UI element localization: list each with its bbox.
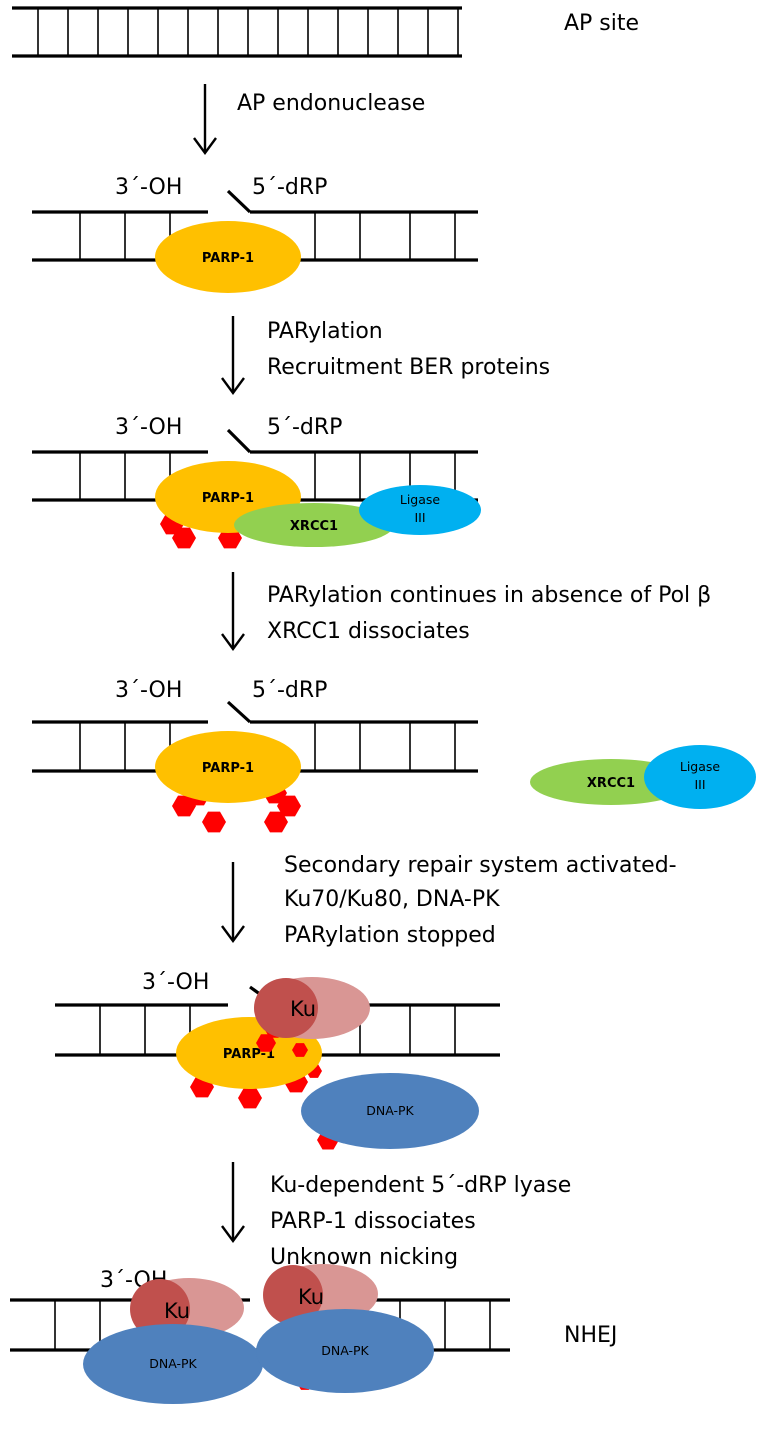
svg-text:Ligase: Ligase	[400, 492, 441, 507]
oh3-label-stage2: 3´-OH	[115, 175, 182, 200]
par-unit-hexagon	[277, 795, 301, 817]
par-unit-hexagon	[292, 1043, 308, 1057]
svg-text:PARP-1: PARP-1	[202, 251, 254, 266]
parp1-protein-stage2: PARP-1	[155, 221, 301, 293]
svg-text:XRCC1: XRCC1	[290, 519, 338, 534]
ku-heterodimer-left: Ku	[130, 1278, 244, 1339]
arrow-step-4	[221, 862, 245, 944]
svg-text:PARP-1: PARP-1	[202, 491, 254, 506]
drp5-label-stage2: 5´-dRP	[252, 175, 327, 200]
svg-text:XRCC1: XRCC1	[587, 776, 635, 791]
step-3-text-line1: PARylation continues in absence of Pol β	[267, 583, 711, 608]
step-5-text-line1: Ku-dependent 5´-dRP lyase	[270, 1173, 571, 1198]
svg-text:Ligase: Ligase	[680, 759, 721, 774]
dnapk-protein-stage5: DNA-PK	[301, 1073, 479, 1150]
step-1-text: AP endonuclease	[237, 91, 425, 116]
step-5-text-line2: PARP-1 dissociates	[270, 1209, 476, 1234]
nhej-label: NHEJ	[564, 1323, 617, 1348]
step-3-text-line2: XRCC1 dissociates	[267, 619, 470, 644]
arrow-step-2	[221, 316, 245, 396]
dnapk-protein-right: DNA-PK	[256, 1309, 434, 1393]
drp5-label-stage4: 5´-dRP	[252, 678, 327, 703]
step-4-text-line1: Secondary repair system activated-	[284, 853, 677, 878]
oh3-label-stage5: 3´-OH	[142, 970, 209, 995]
svg-text:III: III	[414, 510, 425, 525]
par-unit-hexagon	[172, 527, 196, 549]
svg-text:Ku: Ku	[164, 1299, 190, 1323]
arrow-step-3	[221, 572, 245, 652]
par-unit-hexagon	[202, 811, 226, 833]
svg-text:III: III	[694, 777, 705, 792]
svg-text:Ku: Ku	[290, 997, 316, 1021]
step-4-text-line2: Ku70/Ku80, DNA-PK	[284, 887, 500, 912]
ku-heterodimer-stage5: Ku	[254, 977, 370, 1039]
ap-site-label: AP site	[564, 11, 639, 36]
par-unit-hexagon	[256, 1034, 276, 1052]
svg-text:Ku: Ku	[298, 1285, 324, 1309]
parp1-protein-stage4: PARP-1	[155, 731, 301, 803]
arrow-step-5	[221, 1162, 245, 1244]
oh3-label-stage4: 3´-OH	[115, 678, 182, 703]
dnapk-protein-left: DNA-PK	[83, 1324, 263, 1404]
ku-heterodimer-right: Ku	[263, 1264, 378, 1325]
dna-ap-site	[12, 6, 462, 58]
svg-text:DNA-PK: DNA-PK	[321, 1343, 369, 1358]
step-2-text-line1: PARylation	[267, 319, 383, 344]
svg-text:DNA-PK: DNA-PK	[149, 1356, 197, 1371]
par-unit-hexagon	[238, 1087, 262, 1109]
step-4-text-line3: PARylation stopped	[284, 923, 496, 948]
drp5-label-stage3: 5´-dRP	[267, 415, 342, 440]
svg-text:DNA-PK: DNA-PK	[366, 1103, 414, 1118]
oh3-label-stage3: 3´-OH	[115, 415, 182, 440]
step-5-text-line3: Unknown nicking	[270, 1245, 458, 1270]
ligase3-protein-stage3: Ligase III	[359, 485, 481, 535]
xrcc1-protein-stage3: XRCC1	[234, 503, 394, 547]
svg-text:PARP-1: PARP-1	[202, 761, 254, 776]
step-2-text-line2: Recruitment BER proteins	[267, 355, 550, 380]
dna-nicked-stage4	[32, 700, 478, 773]
xrcc1-ligase3-complex-free: XRCC1 Ligase III	[530, 745, 756, 809]
arrow-step-1	[193, 84, 217, 156]
par-unit-hexagon	[264, 811, 288, 833]
